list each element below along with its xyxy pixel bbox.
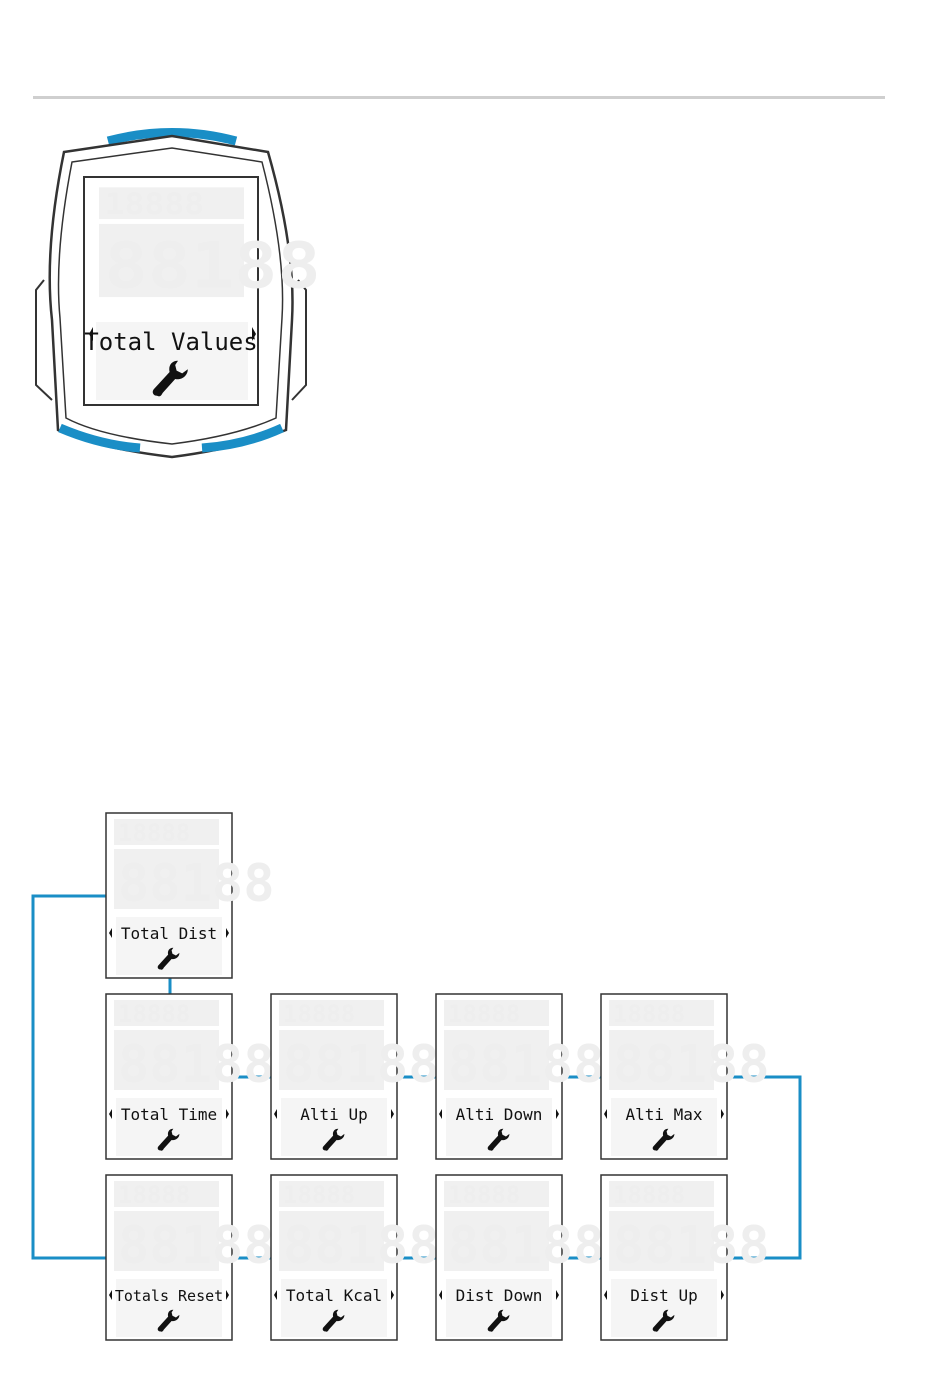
screen-alti-up: Alti Up: [271, 994, 440, 1159]
screen-totals-reset: Totals Reset: [106, 1175, 275, 1340]
screen-alti-max: Alti Max: [601, 994, 770, 1159]
screen-total-kcal: Total Kcal: [271, 1175, 440, 1340]
screen-alti-down: Alti Down: [436, 994, 605, 1159]
screen-label: Alti Max: [625, 1105, 702, 1124]
screen-total-dist: Total Dist: [106, 813, 275, 978]
screen-label: Total Kcal: [286, 1286, 382, 1305]
bike-computer-device: Total Values: [36, 133, 321, 458]
screen-label: Total Time: [121, 1105, 217, 1124]
screen-label: Total Dist: [121, 924, 217, 943]
screen-label: Totals Reset: [115, 1287, 223, 1305]
screen-dist-up: Dist Up: [601, 1175, 770, 1340]
screen-total-time: Total Time: [106, 994, 275, 1159]
screen-dist-down: Dist Down: [436, 1175, 605, 1340]
screen-label: Alti Down: [456, 1105, 543, 1124]
screen-label: Alti Up: [300, 1105, 367, 1124]
screen-label: Dist Down: [456, 1286, 543, 1305]
screen-label: Dist Up: [630, 1286, 697, 1305]
hero-display-label: Total Values: [84, 328, 257, 356]
